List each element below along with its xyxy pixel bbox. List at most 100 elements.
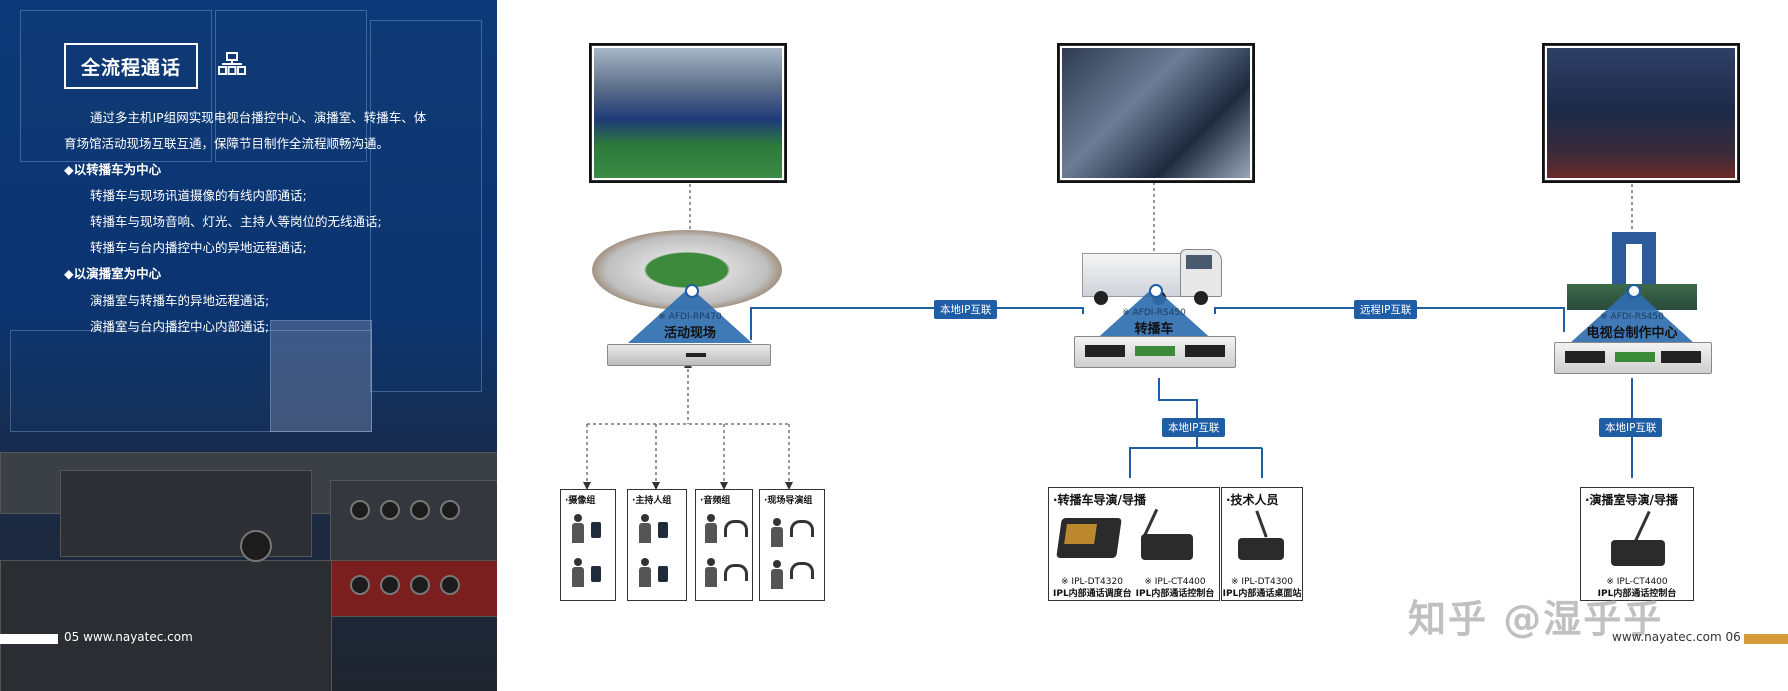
person-icon xyxy=(638,514,652,544)
bg-knob xyxy=(240,530,272,562)
bg-rack xyxy=(0,560,332,691)
tech-staff-group: ·技术人员 ※ IPL-DT4300 IPL内部通话桌面站 xyxy=(1221,487,1303,601)
group-title: ·转播车导演/导播 xyxy=(1053,493,1146,507)
intro-text: 通过多主机IP组网实现电视台播控中心、演播室、转播车、体 xyxy=(90,110,427,125)
bg-knob xyxy=(440,500,460,520)
section1-item: 转播车与现场讯道摄像的有线内部通话; xyxy=(90,188,307,203)
gooseneck-mic-icon xyxy=(1634,510,1651,542)
node-model: ※ AFDI-RP470 xyxy=(658,312,722,322)
link-badge-local-ip: 本地IP互联 xyxy=(1599,418,1663,437)
bg-knob xyxy=(380,500,400,520)
matrix-device-rs450 xyxy=(1074,336,1236,368)
bg-knob xyxy=(380,575,400,595)
section1-item: 转播车与现场音响、灯光、主持人等岗位的无线通话; xyxy=(90,214,382,229)
node-dot xyxy=(1627,284,1641,298)
node-model: ※ AFDI-RS450 xyxy=(1600,312,1664,322)
desktop-station-icon xyxy=(1238,538,1284,560)
node-dot xyxy=(1149,284,1163,298)
section2-title: ◆以演播室为中心 xyxy=(64,266,162,281)
node-label: ※ AFDI-RS450 电视台制作中心 xyxy=(1557,312,1707,341)
device-model: ※ IPL-CT4400 xyxy=(1606,577,1668,587)
left-panel: 全流程通话 通过多主机IP组网实现电视台播控中心、演播室、转播车、体 育场馆活动… xyxy=(0,0,497,691)
footer-bar xyxy=(0,634,58,644)
bg-monitor xyxy=(370,20,482,392)
person-icon xyxy=(704,514,718,544)
section1-item: 转播车与台内播控中心的异地远程通话; xyxy=(90,240,307,255)
beltpack-icon xyxy=(658,522,668,538)
beltpack-icon xyxy=(591,522,601,538)
person-icon xyxy=(571,514,585,544)
field-group-host: ·主持人组 xyxy=(627,489,687,601)
bg-monitor xyxy=(10,330,372,432)
person-icon xyxy=(770,518,784,548)
device-model: ※ IPL-DT4300 xyxy=(1231,577,1293,587)
ob-director-group: ·转播车导演/导播 ※ IPL-DT4320 IPL内部通话调度台 ※ IPL-… xyxy=(1048,487,1220,601)
headset-icon xyxy=(790,520,814,537)
device-caption: ※ IPL-DT4300 IPL内部通话桌面站 xyxy=(1222,576,1302,600)
field-group-camera: ·摄像组 xyxy=(560,489,616,601)
device-caption: ※ IPL-CT4400 IPL内部通话控制台 xyxy=(1135,576,1215,600)
device-caption: ※ IPL-CT4400 IPL内部通话控制台 xyxy=(1597,576,1677,600)
link-badge-remote-ip: 远程IP互联 xyxy=(1354,300,1418,319)
person-icon xyxy=(770,560,784,590)
group-title: ·音频组 xyxy=(700,496,731,506)
bg-rack xyxy=(60,470,312,557)
network-icon xyxy=(218,52,246,75)
intro-text: 育场馆活动现场互联互通，保障节目制作全流程顺畅沟通。 xyxy=(64,136,390,151)
node-label: ※ AFDI-RP470 活动现场 xyxy=(615,312,765,341)
node-name: 转播车 xyxy=(1134,322,1174,337)
person-icon xyxy=(704,558,718,588)
dispatch-console-icon xyxy=(1056,518,1122,558)
control-room-photo xyxy=(1542,43,1740,183)
headset-icon xyxy=(724,564,748,581)
bg-knob xyxy=(410,500,430,520)
device-desc: IPL内部通话桌面站 xyxy=(1222,589,1302,599)
bg-knob xyxy=(440,575,460,595)
footer-left-text: 05 www.nayatec.com xyxy=(64,630,193,644)
section2-item: 演播室与转播车的异地远程通话; xyxy=(90,293,270,308)
control-panel-icon xyxy=(1611,540,1665,566)
device-model: ※ IPL-DT4320 xyxy=(1061,577,1123,587)
device-model: ※ IPL-CT4400 xyxy=(1144,577,1206,587)
section2-item: 演播室与台内播控中心内部通话; xyxy=(90,319,270,334)
footer-bar xyxy=(1744,634,1788,644)
device-desc: IPL内部通话控制台 xyxy=(1135,589,1215,599)
beltpack-icon xyxy=(591,566,601,582)
group-title: ·摄像组 xyxy=(565,496,596,506)
device-caption: ※ IPL-DT4320 IPL内部通话调度台 xyxy=(1053,576,1132,600)
gooseneck-mic-icon xyxy=(1255,510,1268,538)
node-name: 活动现场 xyxy=(663,326,716,341)
diagram-area: ※ AFDI-RP470 活动现场 ※ AFDI-RS450 转播车 ※ AFD… xyxy=(497,0,1788,691)
link-badge-local-ip: 本地IP互联 xyxy=(1162,418,1226,437)
device-desc: IPL内部通话调度台 xyxy=(1053,589,1132,599)
beltpack-icon xyxy=(658,566,668,582)
bg-knob xyxy=(410,575,430,595)
bg-knob xyxy=(350,575,370,595)
bg-monitor xyxy=(270,320,372,432)
gooseneck-mic-icon xyxy=(1142,508,1159,538)
control-panel-icon xyxy=(1141,534,1193,560)
section-title: 全流程通话 xyxy=(80,56,181,79)
group-title: ·技术人员 xyxy=(1226,493,1279,507)
matrix-device-rp470 xyxy=(607,344,771,366)
node-model: ※ AFDI-RS450 xyxy=(1122,308,1186,318)
link-badge-local-ip: 本地IP互联 xyxy=(934,300,998,319)
group-title: ·主持人组 xyxy=(632,496,672,506)
bg-knob xyxy=(350,500,370,520)
studio-director-group: ·演播室导演/导播 ※ IPL-CT4400 IPL内部通话控制台 xyxy=(1580,487,1694,601)
node-name: 电视台制作中心 xyxy=(1586,326,1678,341)
footer-right-text: www.nayatec.com 06 xyxy=(1612,630,1741,644)
section1-title: ◆以转播车为中心 xyxy=(64,162,162,177)
bg-monitor xyxy=(20,10,212,162)
ob-van xyxy=(1082,245,1224,305)
headset-icon xyxy=(790,562,814,579)
group-title: ·现场导演组 xyxy=(764,496,813,506)
field-group-audio: ·音频组 xyxy=(695,489,753,601)
headset-icon xyxy=(724,520,748,537)
section-title-box: 全流程通话 xyxy=(64,43,198,89)
matrix-device-rs450 xyxy=(1554,342,1712,374)
node-dot xyxy=(685,284,699,298)
group-title: ·演播室导演/导播 xyxy=(1585,493,1678,507)
person-icon xyxy=(571,558,585,588)
watermark: 知乎 @湿乎乎 xyxy=(1408,597,1664,641)
